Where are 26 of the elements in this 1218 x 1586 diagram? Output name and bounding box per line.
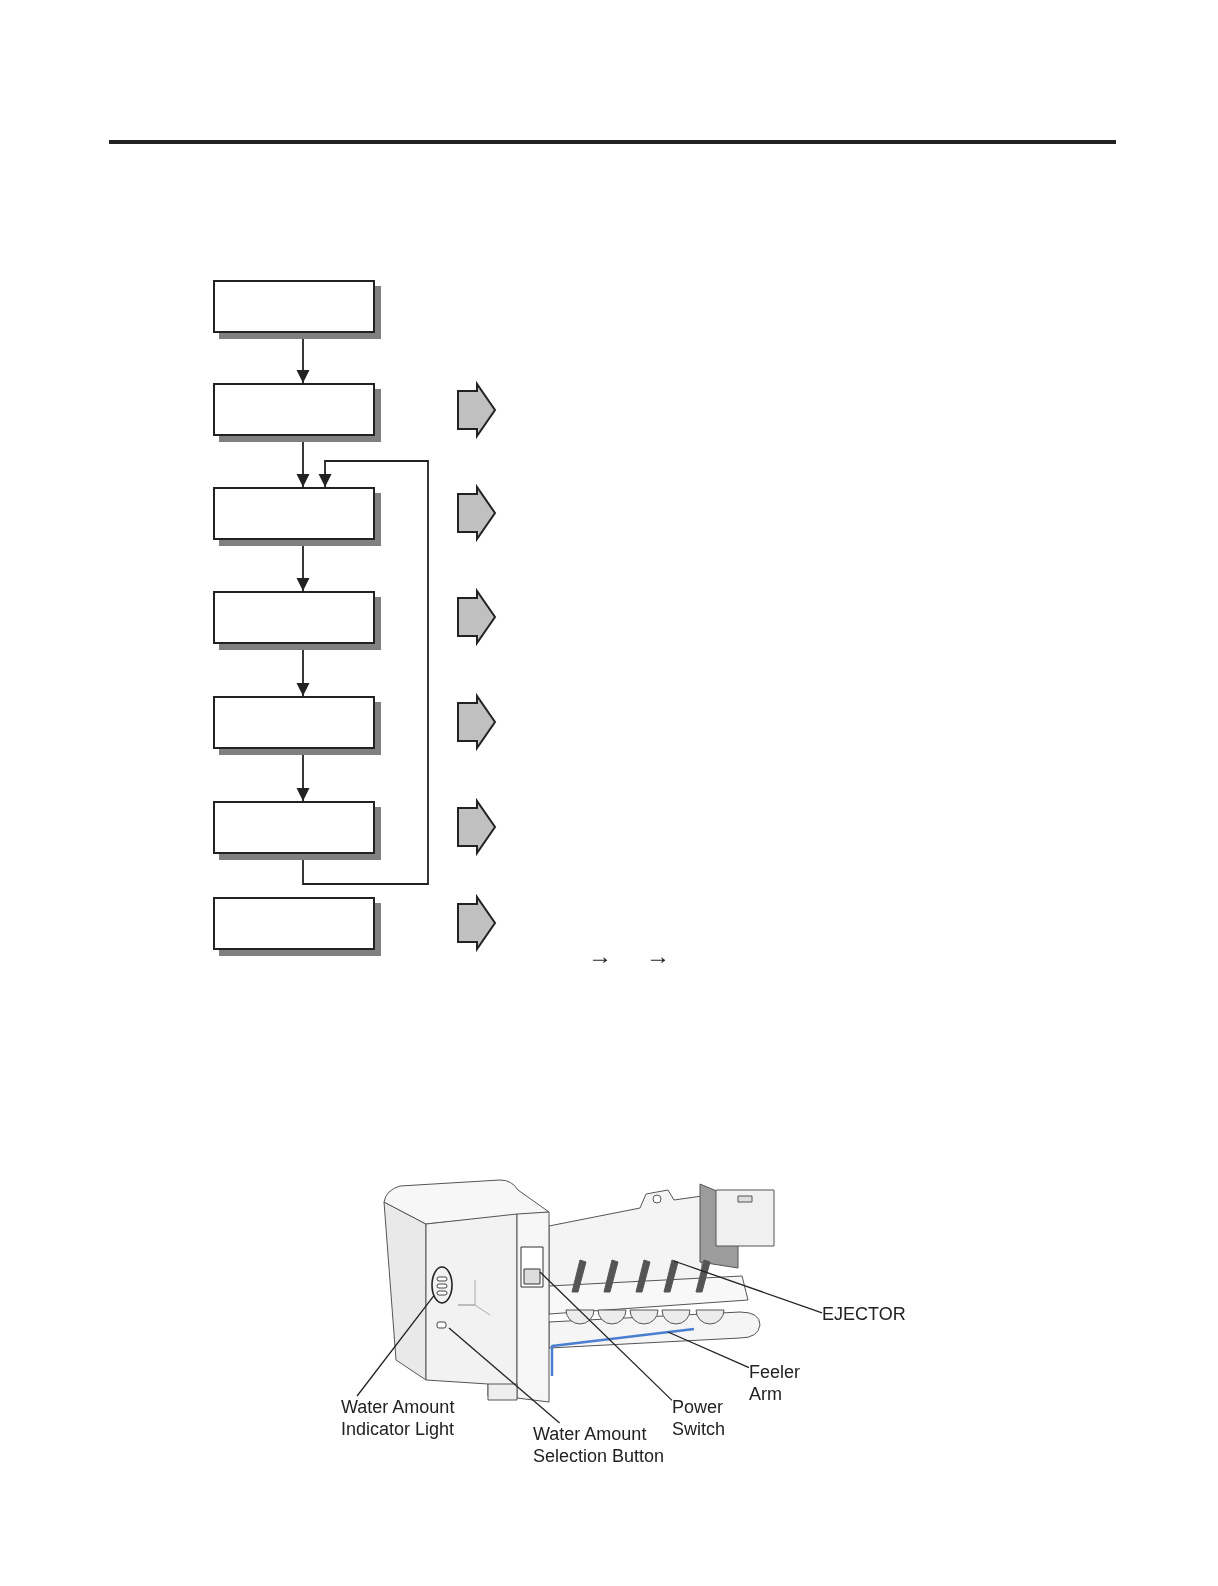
process-box bbox=[213, 897, 381, 956]
process-box bbox=[213, 591, 381, 650]
process-box bbox=[213, 383, 381, 442]
oval-outline bbox=[431, 1266, 453, 1304]
part-label: Feeler Arm bbox=[749, 1361, 802, 1405]
leader-line bbox=[667, 1331, 750, 1369]
part-label: Power Switch bbox=[672, 1396, 727, 1440]
leader-line bbox=[356, 1294, 435, 1397]
leader-line bbox=[673, 1260, 823, 1314]
arrow bbox=[296, 441, 310, 488]
process-box bbox=[213, 280, 381, 339]
part-label: Water Amount Selection Button bbox=[533, 1423, 666, 1467]
arrow bbox=[296, 338, 310, 384]
process-box bbox=[213, 801, 381, 860]
part-label: EJECTOR bbox=[822, 1303, 907, 1325]
arrow bbox=[296, 754, 310, 802]
part-label: Water Amount Indicator Light bbox=[341, 1396, 456, 1440]
arrow bbox=[296, 545, 310, 592]
arrow-symbol: → bbox=[588, 944, 612, 968]
leader-line bbox=[539, 1271, 673, 1402]
process-box bbox=[213, 696, 381, 755]
leader-line bbox=[448, 1327, 561, 1424]
arrow bbox=[296, 649, 310, 697]
arrow-symbol: → bbox=[646, 944, 670, 968]
process-box bbox=[213, 487, 381, 546]
arrow bbox=[302, 460, 429, 885]
